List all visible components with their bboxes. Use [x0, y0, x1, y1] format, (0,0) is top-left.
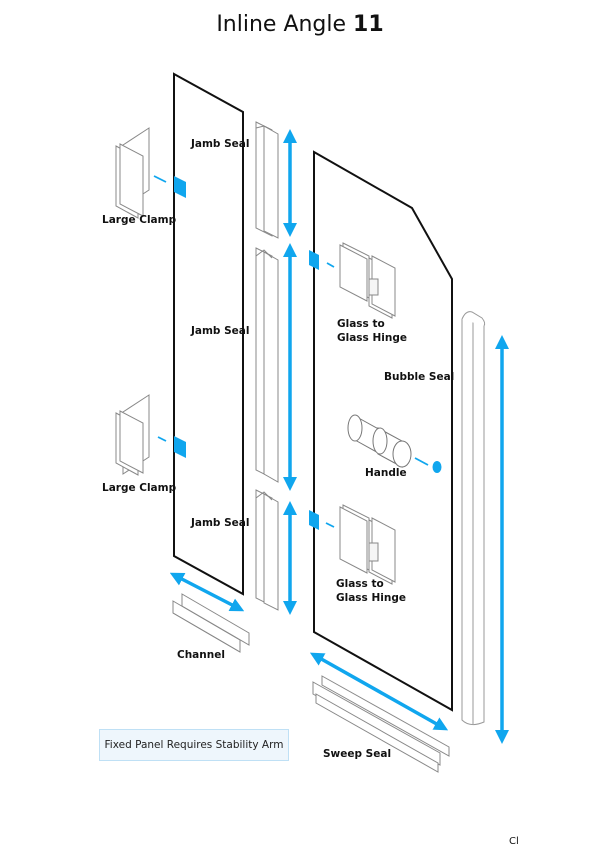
large-clamp-top-part [115, 127, 150, 219]
label-hinge-bottom-line1: Glass to [336, 578, 384, 590]
handle-part [347, 414, 412, 468]
jamb-seal-bottom-part [255, 489, 279, 611]
label-hinge-top-line2: Glass Hinge [337, 332, 407, 344]
label-large-clamp-bottom: Large Clamp [102, 482, 177, 494]
label-hinge-top-line1: Glass to [337, 318, 385, 330]
diagram-title: Inline Angle 11 [0, 12, 600, 37]
label-large-clamp-top: Large Clamp [102, 214, 177, 226]
clamp-mount-marker-bottom [174, 436, 186, 458]
stability-arm-note: Fixed Panel Requires Stability Arm [99, 729, 289, 761]
label-sweep-seal: Sweep Seal [323, 748, 392, 760]
label-hinge-top: Glass to Glass Hinge [337, 317, 407, 345]
channel-arrow [169, 572, 245, 612]
label-handle: Handle [365, 467, 407, 479]
hinge-mount-marker-bottom [309, 510, 319, 530]
title-prefix: Inline Angle [216, 12, 347, 37]
label-jamb-seal-top: Jamb Seal [191, 138, 250, 150]
hinge-bottom-part [339, 504, 396, 585]
hinge-top-pointer [326, 262, 335, 268]
hinge-mount-marker-top [309, 250, 319, 270]
label-hinge-bottom: Glass to Glass Hinge [336, 577, 406, 605]
handle-mount-marker [432, 461, 442, 473]
clamp-mount-marker-top [174, 176, 186, 198]
sweep-seal-arrow [309, 652, 449, 731]
clamp-top-pointer [153, 175, 167, 183]
label-bubble-seal: Bubble Seal [384, 371, 455, 383]
bubble-seal-part [461, 311, 486, 726]
channel-part [172, 593, 250, 653]
label-channel: Channel [177, 649, 225, 661]
corner-mark: Cl [509, 836, 519, 847]
clamp-bottom-pointer [157, 436, 167, 442]
jamb-seal-middle-part [255, 247, 279, 483]
jamb-seal-top-part [255, 121, 279, 239]
label-hinge-bottom-line2: Glass Hinge [336, 592, 406, 604]
label-jamb-seal-middle: Jamb Seal [191, 325, 250, 337]
title-number: 11 [353, 12, 384, 37]
label-jamb-seal-bottom: Jamb Seal [191, 517, 250, 529]
hinge-top-part [339, 242, 396, 319]
large-clamp-bottom-part [115, 394, 150, 476]
hinge-bottom-pointer [325, 522, 335, 528]
handle-pointer [414, 457, 429, 466]
